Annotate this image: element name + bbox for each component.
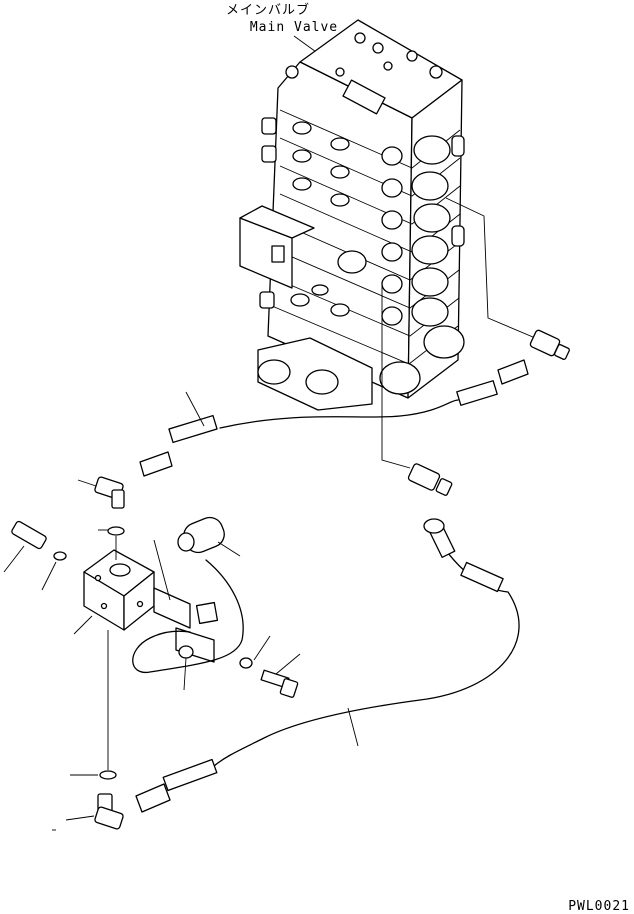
- block-port: [109, 563, 131, 577]
- top-cover-plate: [342, 79, 386, 115]
- hose-upper-sleeve: [456, 380, 498, 406]
- o-ring: [53, 551, 67, 561]
- elbow-fitting-upper-left: [77, 476, 125, 509]
- top-bolt: [354, 32, 366, 44]
- hose-lower-sleeve: [162, 758, 218, 792]
- main-valve: [239, 19, 465, 411]
- top-bolt: [372, 42, 384, 54]
- top-bolt: [429, 65, 443, 79]
- top-bolt: [285, 65, 299, 79]
- side-manifold-top: [239, 205, 315, 239]
- hose-lower-nut: [135, 783, 171, 813]
- spool-caps: [379, 135, 465, 395]
- bottom-port: [305, 369, 339, 395]
- top-bolt: [406, 50, 418, 62]
- top-port: [335, 67, 345, 77]
- hose-upper-nut: [497, 359, 529, 385]
- o-ring: [99, 770, 117, 780]
- hose-upper: [139, 359, 529, 477]
- left-face-ports: [290, 121, 350, 317]
- solenoid-block: [70, 526, 155, 780]
- elbow-fitting-right: [445, 197, 570, 360]
- elbow-fitting-center: [381, 282, 453, 496]
- title-en: Main Valve: [250, 20, 338, 35]
- front-spool-plug: [337, 250, 367, 274]
- title-jp: メインバルブ: [226, 2, 310, 18]
- hose-lower: [135, 518, 520, 813]
- solenoid-coil: [132, 516, 244, 673]
- bracket-plate: [153, 539, 219, 691]
- leader-line: [347, 707, 359, 747]
- bolt-head: [279, 678, 299, 698]
- top-port: [383, 61, 393, 71]
- straight-fitting-left: [3, 520, 67, 591]
- hose-upper-nut: [139, 451, 173, 477]
- connector: [195, 601, 219, 625]
- leader-line: [185, 391, 205, 427]
- elbow-fitting-bottom: [52, 793, 124, 831]
- left-side-fittings: [259, 117, 277, 309]
- hose-upper-sleeve: [168, 414, 218, 444]
- bolt-and-washer: [239, 635, 301, 698]
- drawing-code: PWL0021: [568, 899, 630, 914]
- o-ring: [107, 526, 125, 536]
- bottom-port: [257, 359, 291, 385]
- washer: [239, 657, 253, 669]
- manifold-port: [271, 245, 285, 263]
- hose-lower-sleeve: [460, 561, 504, 593]
- hose-lower-nut: [423, 518, 445, 534]
